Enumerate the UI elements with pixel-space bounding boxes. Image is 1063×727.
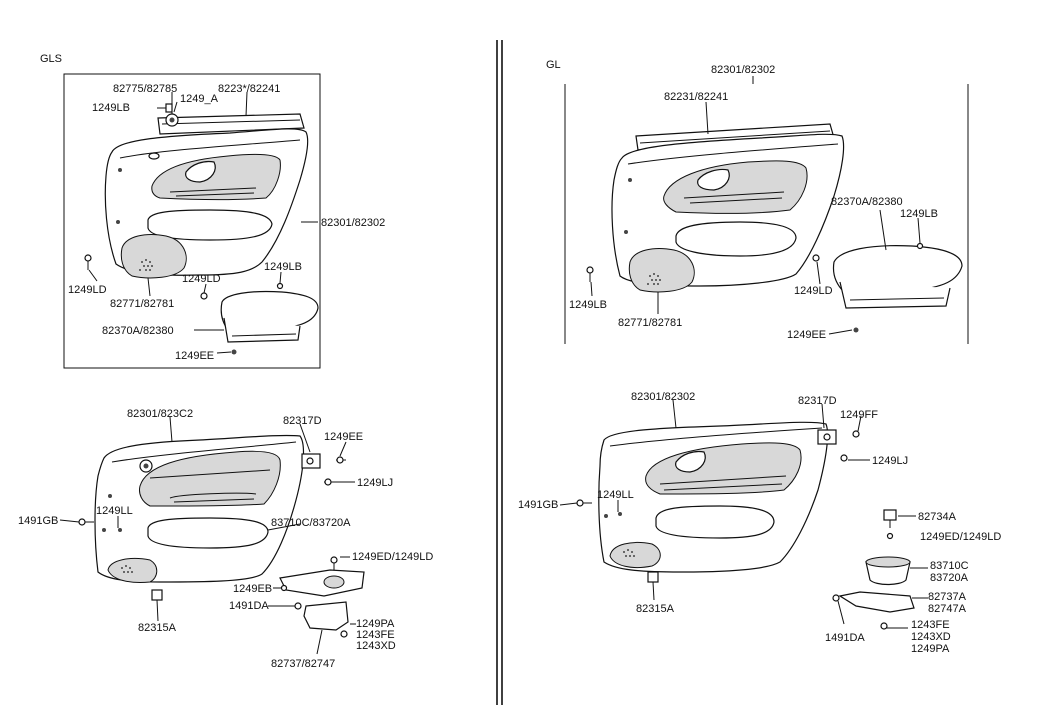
label-1249ed-1249ld-gl: 1249ED/1249LD <box>920 531 1001 543</box>
label-1249pa-gl: 1249PA <box>911 643 950 655</box>
gls-speaker-grille <box>120 234 187 279</box>
label-82747a-gl: 82747A <box>928 603 967 615</box>
gl-grommet-82315a <box>647 571 659 583</box>
label-82775-82785: 82775/82785 <box>113 83 177 95</box>
label-82317d-gl: 82317D <box>798 395 837 407</box>
label-82737-82747-gls: 82737/82747 <box>271 658 335 670</box>
label-1249lj-gls: 1249LJ <box>357 477 393 489</box>
gls-variant-label: GLS <box>40 53 62 65</box>
label-82737a-gl: 82737A <box>928 591 967 603</box>
gls-bracket-82317d <box>301 453 346 486</box>
gls-top-leaders <box>88 91 318 354</box>
label-1249ll-gl: 1249LL <box>597 489 634 501</box>
gl-inner-handle-parts <box>832 509 915 630</box>
label-82301-82302-gl: 82301/82302 <box>711 64 775 76</box>
label-1249pa-gls: 1249PA <box>356 618 395 630</box>
label-82301-82302-gls: 82301/82302 <box>321 217 385 229</box>
gl-screw-1249lb-left <box>586 266 594 282</box>
label-1491da-gls: 1491DA <box>229 600 269 612</box>
label-1249ll-gls: 1249LL <box>96 505 133 517</box>
label-1249ld-gl: 1249LD <box>794 285 833 297</box>
label-83720a-gl: 83720A <box>930 572 969 584</box>
label-82317d-gls: 82317D <box>283 415 322 427</box>
label-82771-82781-gl: 82771/82781 <box>618 317 682 329</box>
label-82231-82241-gl: 82231/82241 <box>664 91 728 103</box>
label-1249ld-gls: 1249LD <box>182 273 221 285</box>
label-1249lb-gls-top: 1249LB <box>92 102 130 114</box>
gl-frame-lines <box>564 76 969 344</box>
label-83710c-83720a-gls: 83710C/83720A <box>271 517 351 529</box>
gl-top-leaders <box>590 101 921 335</box>
label-1249lj-gl: 1249LJ <box>872 455 908 467</box>
label-1491da-gl: 1491DA <box>825 632 865 644</box>
gl-door-trim-panel <box>611 123 845 287</box>
label-1249ee-gls: 1249EE <box>175 350 214 362</box>
gl-bottom-leaders <box>559 399 928 629</box>
label-82771-82781-gls: 82771/82781 <box>110 298 174 310</box>
gl-speaker-grille <box>628 248 695 293</box>
label-1249lb-gls-right: 1249LB <box>264 261 302 273</box>
gls-lower-door-panel <box>94 434 305 583</box>
label-1249lb-gl: 1249LB <box>900 208 938 220</box>
label-1249eb-gls: 1249EB <box>233 583 272 595</box>
gl-clip-1491gb <box>576 499 592 507</box>
label-1243fe-gl: 1243FE <box>911 619 950 631</box>
label-1249ee-gls-lower: 1249EE <box>324 431 363 443</box>
label-1491gb-gls: 1491GB <box>18 515 58 527</box>
label-82231-82241-gls: 8223*/82241 <box>218 83 280 95</box>
label-1249ld-gls-left: 1249LD <box>68 284 107 296</box>
label-83710c-gl: 83710C <box>930 560 969 572</box>
label-1249lb-gl-left: 1249LB <box>569 299 607 311</box>
gls-frame <box>63 73 321 369</box>
label-1243xd-gl: 1243XD <box>911 631 951 643</box>
section-divider <box>496 40 503 705</box>
label-82734a-gl: 82734A <box>918 511 957 523</box>
gls-grommet-82315a <box>151 589 163 601</box>
label-82370a-82380-gl: 82370A/82380 <box>831 196 903 208</box>
gls-screw-1249ld-left <box>84 254 92 270</box>
label-82315a-gls: 82315A <box>138 622 177 634</box>
label-1249la: 1249_A <box>180 93 219 105</box>
gl-lower-door-panel <box>598 421 829 573</box>
label-1243fe-gls: 1243FE <box>356 629 395 641</box>
label-82301-823c2-gls-lower: 82301/823C2 <box>127 408 193 420</box>
gl-bracket-82317d <box>817 429 860 462</box>
label-1491gb-gl: 1491GB <box>518 499 558 511</box>
label-1243xd-gls: 1243XD <box>356 640 396 652</box>
label-82315a-gl: 82315A <box>636 603 675 615</box>
gls-clip-1491gb <box>78 518 94 526</box>
gls-armrest-handle <box>200 282 319 355</box>
label-1249ff-gl: 1249FF <box>840 409 878 421</box>
label-1249ed-1249ld-gls: 1249ED/1249LD <box>352 551 433 563</box>
label-82301-82302-gl-lower: 82301/82302 <box>631 391 695 403</box>
gls-bottom-leaders <box>59 416 356 655</box>
gl-variant-label: GL <box>546 59 561 71</box>
gl-armrest-handle <box>812 242 963 333</box>
label-1249ee-gl: 1249EE <box>787 329 826 341</box>
label-82370a-82380-gls: 82370A/82380 <box>102 325 174 337</box>
gls-inner-handle-assembly <box>279 556 365 638</box>
